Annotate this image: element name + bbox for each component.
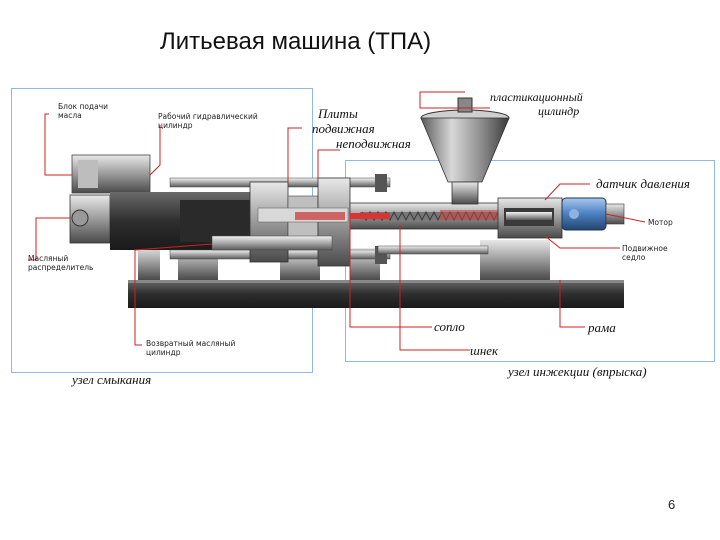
label-work-cylinder-line1: Рабочий гидравлический bbox=[158, 112, 258, 121]
injection-sled bbox=[497, 197, 563, 239]
label-nozzle: сопло bbox=[434, 319, 465, 334]
label-plates-line1: Плиты bbox=[318, 106, 358, 121]
label-plates-line3: неподвижная bbox=[336, 136, 411, 151]
label-return-cylinder-line2: цилиндр bbox=[146, 348, 181, 357]
label-return-cylinder-line1: Возвратный масляный bbox=[146, 339, 236, 348]
label-plast-cylinder-line1: пластикационный bbox=[490, 90, 583, 104]
injection-barrel bbox=[349, 202, 511, 230]
label-plast-cylinder: пластикационный цилиндр bbox=[490, 90, 583, 118]
label-plast-cylinder-line2: цилиндр bbox=[538, 104, 580, 118]
machine-base bbox=[128, 280, 624, 308]
hopper bbox=[420, 97, 510, 205]
label-sled-line2: седло bbox=[622, 253, 646, 262]
label-pressure-sensor: датчик давления bbox=[596, 176, 690, 191]
page-number: 6 bbox=[668, 497, 676, 512]
label-oil-distributor-line2: распределитель bbox=[28, 263, 94, 272]
label-return-cylinder: Возвратный масляный цилиндр bbox=[146, 339, 235, 357]
label-motor: Мотор bbox=[648, 218, 673, 227]
label-clamp-unit: узел смыкания bbox=[72, 372, 152, 387]
label-injection-unit: узел инжекции (впрыска) bbox=[508, 364, 647, 379]
label-work-cylinder-line2: цилиндр bbox=[158, 121, 193, 130]
label-sled: Подвижное седло bbox=[622, 244, 668, 262]
label-plates-line2: подвижная bbox=[312, 121, 375, 136]
motor bbox=[561, 197, 625, 231]
return-cylinder bbox=[211, 235, 333, 251]
label-oil-distributor-line1: Масляный bbox=[28, 254, 69, 263]
oil-feed-block bbox=[71, 154, 151, 194]
label-screw: шнек bbox=[470, 343, 499, 358]
slide-title: Литьевая машина (ТПА) bbox=[160, 28, 432, 55]
label-oil-feed: Блок подачи масла bbox=[58, 102, 108, 120]
label-sled-line1: Подвижное bbox=[622, 244, 668, 253]
injection-rod bbox=[377, 245, 489, 255]
label-frame: рама bbox=[588, 320, 616, 335]
leader-lines bbox=[28, 91, 646, 351]
label-oil-feed-line2: масла bbox=[58, 111, 82, 120]
label-oil-feed-line1: Блок подачи bbox=[58, 102, 109, 111]
hydraulic-cylinder bbox=[69, 192, 250, 250]
label-work-cylinder: Рабочий гидравлический цилиндр bbox=[158, 112, 258, 130]
label-oil-distributor: Масляный распределитель bbox=[28, 254, 93, 272]
label-plates: Плиты подвижная неподвижная bbox=[312, 106, 411, 151]
